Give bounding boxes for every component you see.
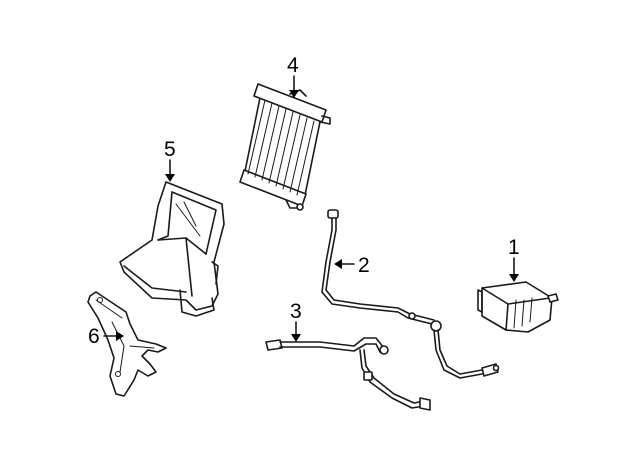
callout-3-label: 3: [290, 300, 302, 323]
part-4-oil-cooler[interactable]: [239, 83, 331, 211]
callout-2-label: 2: [358, 254, 370, 277]
callout-2: 2: [334, 254, 370, 277]
part-2-cooler-line[interactable]: [321, 209, 500, 379]
part-3-cooler-line[interactable]: [265, 337, 431, 411]
callout-6: 6: [88, 325, 124, 348]
callout-3: 3: [290, 300, 302, 342]
part-1-cooler-box[interactable]: [477, 281, 559, 333]
callout-5: 5: [164, 138, 176, 182]
callout-5-label: 5: [164, 138, 176, 161]
callout-6-label: 6: [88, 325, 100, 348]
part-5-deflector[interactable]: [119, 181, 225, 317]
callout-4-label: 4: [287, 54, 299, 77]
part-6-bracket[interactable]: [87, 291, 167, 397]
callout-1: 1: [508, 236, 520, 282]
callout-4: 4: [287, 54, 299, 98]
callout-1-label: 1: [508, 236, 520, 259]
